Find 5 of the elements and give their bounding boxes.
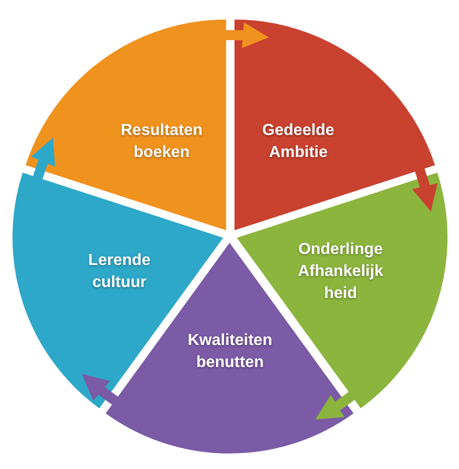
segment-label: Onderlinge Afhankelijk heid (296, 240, 384, 304)
segment-label: Gedeelde Ambitie (261, 120, 336, 163)
segment-label: Kwaliteiten benutten (186, 331, 274, 374)
segment-label: Resultaten boeken (120, 120, 204, 163)
segment-label: Lerende cultuur (87, 250, 152, 293)
